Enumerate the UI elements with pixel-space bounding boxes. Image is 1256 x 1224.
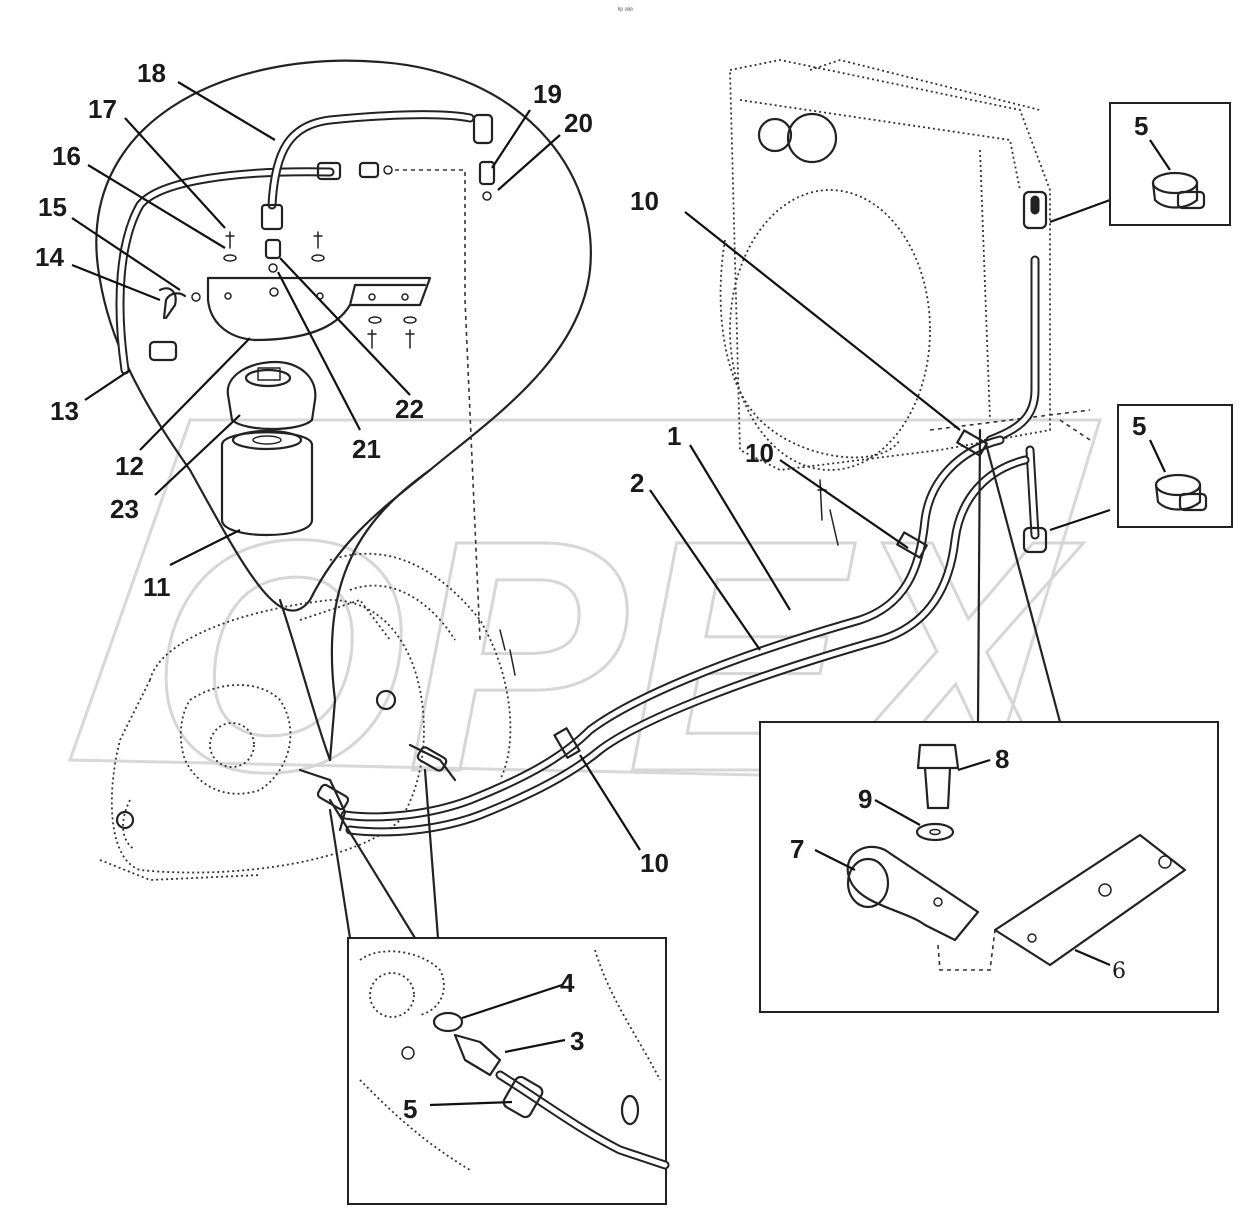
callout-13: 13 bbox=[50, 396, 79, 426]
callout-12: 12 bbox=[115, 451, 144, 481]
engine-block bbox=[99, 552, 516, 881]
callout-10-lower: 10 bbox=[640, 848, 669, 878]
callout-5-middle: 5 bbox=[1132, 411, 1146, 441]
detail-box-fitting bbox=[328, 768, 670, 1205]
filter-hoses bbox=[115, 110, 496, 641]
elbow-fitting-13 bbox=[148, 340, 178, 362]
clamp-10-upper bbox=[956, 429, 988, 457]
filter-bracket bbox=[206, 231, 432, 349]
filter-assembly bbox=[220, 360, 317, 537]
callout-19: 19 bbox=[533, 79, 562, 109]
leader-lines bbox=[71, 81, 1111, 851]
callout-14: 14 bbox=[35, 242, 64, 272]
fitting-3 bbox=[453, 1033, 502, 1077]
detail-box-bracket bbox=[759, 428, 1219, 1013]
main-oil-lines bbox=[298, 429, 1030, 837]
fitting-19 bbox=[478, 160, 496, 186]
o-ring-4 bbox=[432, 1011, 464, 1033]
callout-4: 4 bbox=[560, 968, 575, 998]
callout-5-bottom: 5 bbox=[403, 1094, 417, 1124]
callout-18: 18 bbox=[137, 58, 166, 88]
o-ring-15 bbox=[191, 292, 201, 302]
callout-8: 8 bbox=[995, 744, 1009, 774]
callout-16: 16 bbox=[52, 141, 81, 171]
clamp-10-middle bbox=[896, 531, 928, 559]
callout-9: 9 bbox=[858, 784, 872, 814]
radiator bbox=[719, 59, 1091, 546]
callout-20: 20 bbox=[564, 108, 593, 138]
callout-17: 17 bbox=[88, 94, 117, 124]
callout-2: 2 bbox=[630, 468, 644, 498]
callout-22: 22 bbox=[395, 394, 424, 424]
connector-fitting bbox=[358, 161, 380, 179]
fitting-21 bbox=[264, 238, 282, 260]
callout-11: 11 bbox=[143, 572, 171, 602]
clamp-10-lower bbox=[553, 727, 581, 759]
callout-6: 6 bbox=[1112, 959, 1126, 984]
callout-7: 7 bbox=[790, 834, 804, 864]
hose-clamp-5 bbox=[502, 1075, 544, 1119]
callout-10-middle: 10 bbox=[745, 438, 774, 468]
header-text: ᵏᵖ ᵃᵃᵃ bbox=[618, 7, 633, 14]
callout-3: 3 bbox=[570, 1026, 584, 1056]
callout-15: 15 bbox=[38, 192, 67, 222]
detail-box-clamp-middle bbox=[1117, 404, 1233, 528]
washer-20 bbox=[482, 191, 492, 201]
callout-1: 1 bbox=[667, 421, 681, 451]
callout-21: 21 bbox=[352, 434, 381, 464]
callout-labels: 18 17 16 15 14 13 12 23 11 19 20 21 22 1… bbox=[35, 58, 1148, 1124]
filter-detail-circle bbox=[95, 59, 592, 762]
callout-10-upper: 10 bbox=[630, 186, 659, 216]
callout-5-top: 5 bbox=[1134, 111, 1148, 141]
callout-23: 23 bbox=[110, 494, 139, 524]
o-ring-22 bbox=[268, 263, 278, 273]
detail-box-clamp-top bbox=[1109, 102, 1231, 226]
